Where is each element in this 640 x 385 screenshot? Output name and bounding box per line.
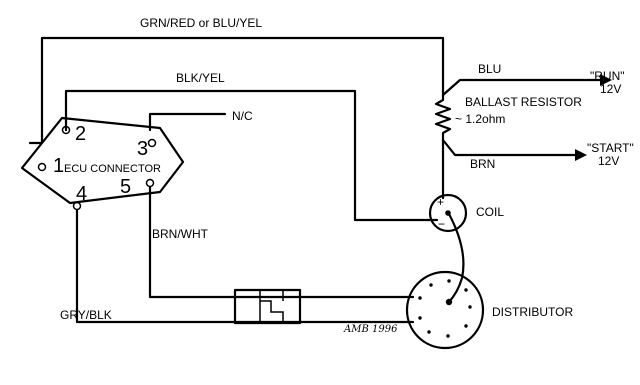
pin-1-number: 1	[53, 155, 64, 177]
pin-1-terminal	[37, 162, 47, 172]
coil-minus: −	[438, 217, 445, 231]
wire-brn-wht	[148, 185, 415, 299]
signature: AMB 1996	[343, 324, 398, 335]
wire-label-run: BLU	[478, 62, 501, 76]
wire-label-pin3: N/C	[232, 109, 253, 123]
pin-5-number: 5	[120, 176, 131, 198]
wire-label-start: BRN	[470, 157, 495, 171]
wire-label-pin2: BLK/YEL	[176, 71, 225, 85]
pin-5-terminal	[145, 178, 155, 188]
wire-label-top: GRN/RED or BLU/YEL	[140, 16, 262, 30]
pin-3-number: 3	[137, 138, 148, 160]
ecu-connector-body	[20, 116, 185, 205]
start-voltage: 12V	[598, 154, 619, 168]
connector-label: ECU CONNECTOR	[64, 163, 161, 175]
ballast-resistor	[434, 90, 452, 142]
run-label: "RUN"	[590, 69, 625, 83]
wire-grn-red	[28, 36, 445, 145]
ballast-value: ~ 1.2ohm	[455, 112, 505, 126]
wire-blu-run	[441, 78, 602, 97]
wire-gry-blk	[75, 208, 415, 324]
start-arrow-icon	[575, 149, 587, 161]
run-voltage: 12V	[600, 82, 621, 96]
distributor-label: DISTRIBUTOR	[492, 305, 573, 319]
pin-2-number: 2	[75, 123, 86, 145]
start-label: "START"	[587, 141, 634, 155]
wire-blk-yel	[64, 89, 439, 222]
pin-2-terminal	[61, 125, 71, 135]
pin-3-terminal	[147, 138, 157, 148]
coil-label: COIL	[476, 205, 504, 219]
ignition-coil	[428, 193, 468, 233]
wire-label-pin4: GRY/BLK	[60, 308, 112, 322]
pin-4-number: 4	[76, 183, 87, 205]
coil-plus: +	[437, 195, 444, 209]
distributor	[405, 270, 485, 350]
inline-connector	[233, 288, 302, 325]
ballast-label: BALLAST RESISTOR	[465, 95, 582, 109]
wire-label-pin5: BRN/WHT	[152, 227, 209, 241]
coil-lead	[447, 212, 465, 304]
wire-nc	[148, 112, 227, 132]
wire-brn-start	[441, 138, 577, 157]
run-arrow-icon	[600, 74, 612, 86]
